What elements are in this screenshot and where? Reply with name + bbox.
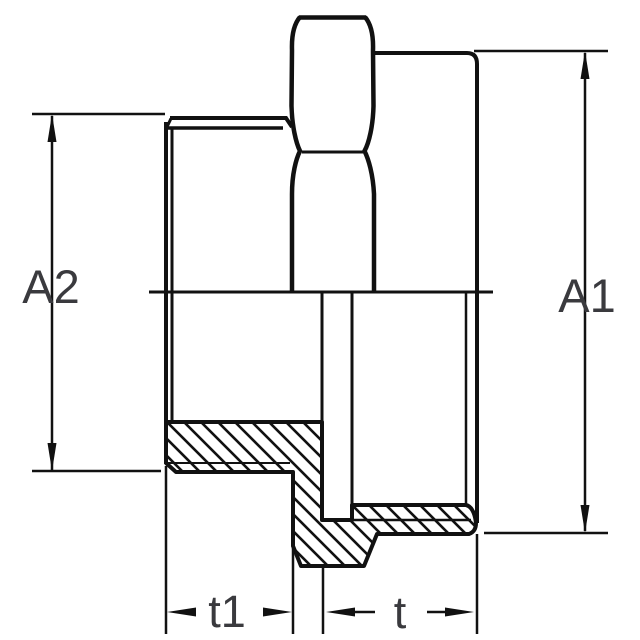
a2-label: A2 (22, 260, 80, 313)
hex-nut-body (289, 15, 377, 292)
section-inner-edges (320, 292, 471, 522)
t1-label: t1 (208, 586, 246, 637)
right-socket-body (374, 51, 479, 523)
dimension-a1: A1 (474, 49, 616, 535)
dimension-a2: A2 (22, 112, 165, 473)
a1-label: A1 (558, 269, 616, 322)
hex-left-silhouette (289, 15, 303, 292)
dimension-t1: t1 (164, 466, 295, 637)
hex-right-silhouette (361, 15, 377, 292)
a1-arrow-down (580, 505, 590, 533)
section-cut-hatched-area (164, 420, 478, 568)
t-label: t (394, 587, 407, 638)
t1-arrow-left (167, 607, 196, 617)
left-end-top-chamfer-edge (170, 116, 294, 129)
right-body-outline (374, 51, 479, 523)
a2-arrow-up (47, 114, 57, 142)
t1-arrow-right (263, 607, 292, 617)
dimension-t: t (321, 534, 479, 638)
left-threaded-end (164, 116, 294, 464)
a2-arrow-down (47, 443, 57, 471)
a1-arrow-up (580, 51, 590, 79)
t-arrow-left (326, 607, 355, 617)
t-arrow-right (445, 607, 474, 617)
